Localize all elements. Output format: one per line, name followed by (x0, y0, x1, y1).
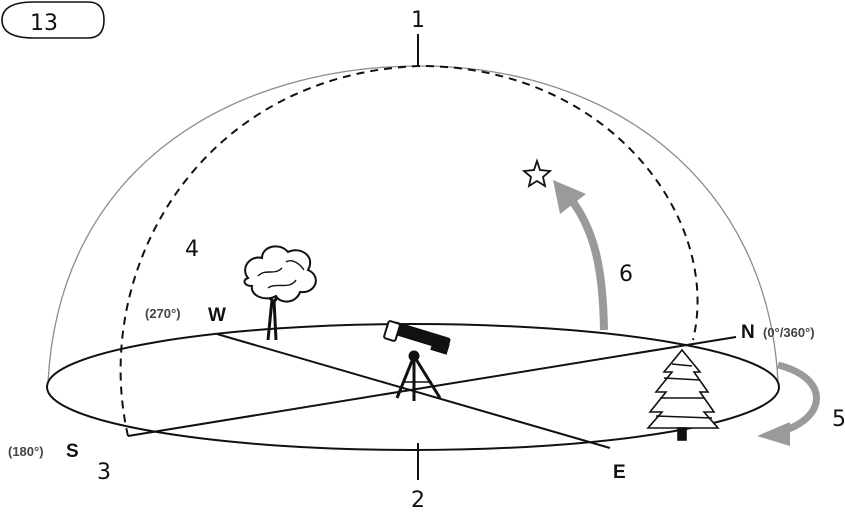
altitude-arrow (553, 180, 608, 331)
label-observer-point: 2 (411, 488, 425, 513)
star-icon (521, 158, 553, 188)
horizon-ellipse (46, 323, 780, 451)
figure-number: 13 (30, 11, 58, 36)
north-label: N (741, 322, 755, 343)
west-label: W (208, 305, 226, 326)
label-meridian: 4 (185, 237, 199, 262)
celestial-dome (47, 65, 779, 383)
label-altitude: 6 (619, 262, 633, 287)
telescope-icon (383, 320, 451, 401)
deciduous-tree-icon (243, 245, 317, 341)
label-south-point: 3 (97, 460, 111, 485)
north-degrees-label: (0°/360°) (763, 325, 815, 340)
meridian-arc (119, 64, 699, 437)
label-zenith: 1 (411, 8, 425, 33)
south-degrees-label: (180°) (8, 444, 44, 459)
figure-number-badge: 13 (1, 1, 105, 39)
west-degrees-label: (270°) (145, 306, 181, 321)
east-label: E (613, 462, 626, 483)
rotation-arrow (757, 361, 820, 446)
south-label: S (66, 441, 79, 462)
conifer-tree-icon (646, 348, 720, 441)
label-rotation: 5 (832, 407, 845, 432)
